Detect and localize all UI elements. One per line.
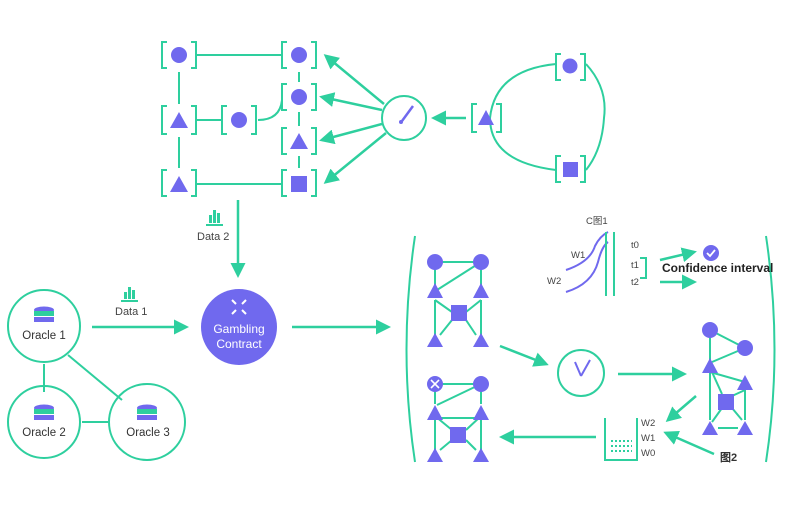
graph-1-edges: [434, 261, 482, 336]
bucket-w0-label: W0: [641, 448, 656, 459]
database-icon: [34, 306, 54, 322]
oracle-1-node: [7, 289, 81, 363]
t1-label: t1: [631, 260, 639, 271]
checkmark-circle-icon: [703, 245, 719, 261]
bar-chart-icon: [121, 287, 138, 302]
gauge-arrows: [92, 54, 466, 335]
gauge-icon: [399, 105, 415, 124]
top-network-shapes: [170, 47, 578, 192]
gambling-contract-label: Gambling Contract: [199, 322, 279, 352]
process-arrows: [499, 247, 715, 456]
c-chart-label: C图1: [586, 216, 608, 227]
bucket-w2-label: W2: [641, 418, 656, 429]
database-icon: [34, 404, 54, 420]
t2-label: t2: [631, 277, 639, 288]
top-network: [161, 41, 606, 197]
oracle-2-node: [7, 385, 81, 459]
oracle-3-node: [108, 383, 186, 461]
bucket-w1-label: W1: [641, 433, 656, 444]
compress-arrows-icon: [231, 299, 247, 315]
oracle-3-label: Oracle 3: [126, 427, 170, 439]
database-icon: [137, 404, 157, 420]
data-1-label: Data 1: [115, 306, 148, 318]
oracle-2-label: Oracle 2: [22, 427, 66, 439]
confidence-interval-label: Confidence interval: [662, 261, 774, 275]
graph-1-nodes: [427, 254, 489, 347]
data-2-label: Data 2: [197, 231, 230, 243]
clock-hands-icon: [574, 359, 591, 377]
gambling-contract-node: [201, 289, 277, 365]
clock-node: [557, 349, 605, 397]
oracle-network: [7, 289, 186, 461]
bucket: [604, 418, 638, 461]
t0-label: t0: [631, 240, 639, 251]
graph-3-nodes: [702, 322, 753, 435]
close-x-icon: [430, 379, 440, 389]
gambling-label-line2: Contract: [216, 337, 262, 351]
figure-2-label: 图2: [720, 452, 738, 464]
w1-label: W1: [571, 250, 586, 261]
w2-label: W2: [547, 276, 562, 287]
oracle-1-label: Oracle 1: [22, 330, 66, 342]
process-bracket: [405, 235, 776, 463]
wave-chart: [565, 231, 647, 296]
gambling-label-line1: Gambling: [213, 322, 265, 336]
bar-chart-icon: [206, 210, 223, 226]
